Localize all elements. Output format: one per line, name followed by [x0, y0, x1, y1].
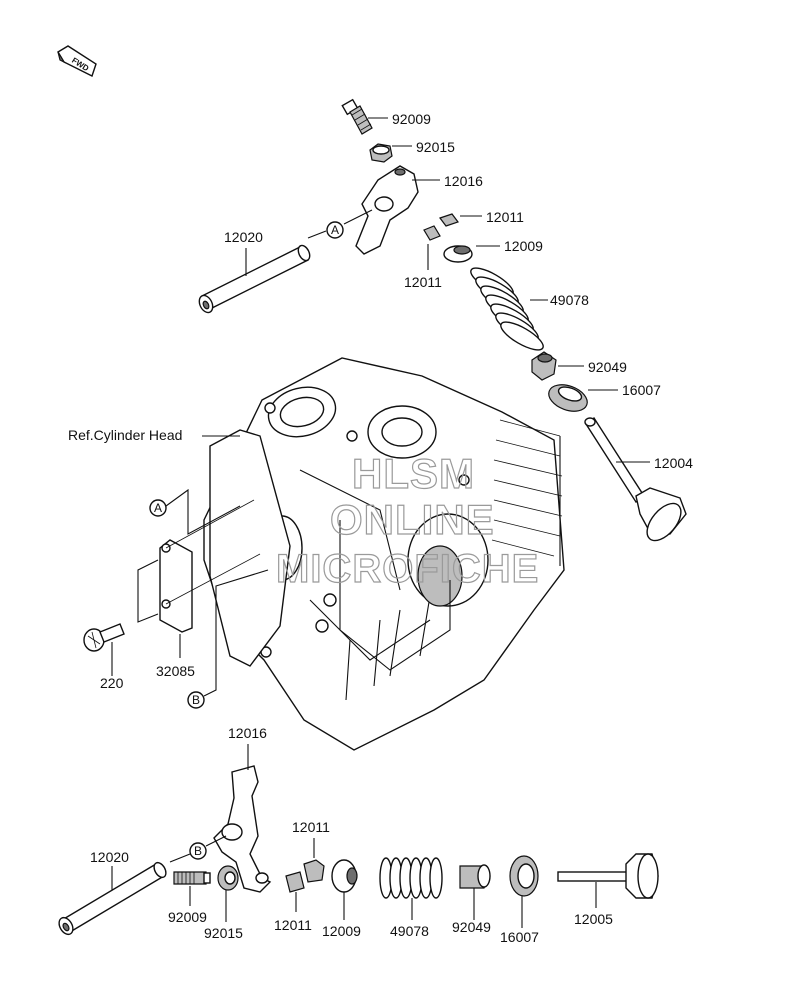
part-number-16007-bottom: 16007	[500, 929, 539, 945]
adjusting-screw-bottom	[173, 871, 211, 885]
part-number-12011-bottom-b: 12011	[274, 917, 312, 933]
part-number-49078-top: 49078	[550, 292, 589, 308]
part-number-12009-top: 12009	[504, 238, 543, 254]
part-number-32085: 32085	[156, 663, 195, 679]
valve-stem-seal-top	[531, 351, 557, 381]
part-number-12016-top: 12016	[444, 173, 483, 189]
fwd-arrow-icon: FWD	[57, 45, 97, 77]
part-number-12020-top: 12020	[224, 229, 263, 245]
spring-retainer-top	[443, 245, 473, 263]
valve-spring-bottom	[379, 857, 443, 899]
part-number-16007-top: 16007	[622, 382, 661, 398]
part-number-12020-bottom: 12020	[90, 849, 129, 865]
part-number-92049-top: 92049	[588, 359, 627, 375]
rocker-arm-bottom	[213, 765, 272, 893]
part-number-92009-bottom: 92009	[168, 909, 207, 925]
watermark-line-1: HLSM	[352, 450, 475, 497]
leader-shaft-to-A	[307, 230, 327, 239]
part-number-12009-bottom: 12009	[322, 923, 361, 939]
callout-b-bottom: B	[189, 842, 207, 860]
locknut-top	[369, 143, 393, 163]
callout-b-bottom-text: B	[194, 844, 202, 858]
callout-a-top: A	[326, 221, 344, 239]
leader-shaft-to-B	[169, 853, 191, 863]
part-number-12011-top-b: 12011	[404, 274, 442, 290]
part-number-12005-bottom: 12005	[574, 911, 613, 927]
intake-valve-bottom	[557, 853, 659, 899]
screw-220	[83, 623, 125, 652]
part-number-92009-top: 92009	[392, 111, 431, 127]
breather-plate	[159, 539, 193, 633]
part-number-220: 220	[100, 675, 124, 691]
rocker-shaft-top	[198, 244, 311, 314]
part-number-12011-top-a: 12011	[486, 209, 524, 225]
callout-b-mid: B	[187, 691, 205, 709]
valve-cotter-top	[423, 213, 459, 241]
leader-b-mid	[203, 569, 269, 697]
valve-cotter-bottom-a	[303, 859, 325, 883]
leader-A-to-rocker	[343, 209, 373, 225]
valve-spring-top	[470, 267, 544, 351]
leader-32085-bracket	[137, 559, 159, 623]
ref-cylinder-head-label: Ref.Cylinder Head	[68, 427, 182, 443]
locknut-bottom	[217, 865, 239, 891]
callout-a-mid-text: A	[154, 501, 162, 515]
cylinder-head	[203, 357, 565, 751]
leader-B-to-rocker	[205, 835, 227, 847]
callout-a-top-text: A	[331, 223, 339, 237]
part-number-92049-bottom: 92049	[452, 919, 491, 935]
part-number-49078-bottom: 49078	[390, 923, 429, 939]
part-number-12011-bottom-a: 12011	[292, 819, 330, 835]
watermark-line-2: ONLINE	[330, 496, 495, 543]
adjusting-screw-top	[341, 98, 373, 135]
part-number-12016-bottom: 12016	[228, 725, 267, 741]
watermark-line-3: MICROFICHE	[276, 547, 539, 591]
callout-a-mid: A	[149, 499, 167, 517]
rocker-arm-top	[355, 165, 419, 255]
exhaust-valve-top	[584, 416, 687, 542]
part-number-92015-bottom: 92015	[204, 925, 243, 941]
valve-cotter-bottom-b	[285, 871, 305, 893]
spring-seat-bottom	[509, 855, 539, 897]
callout-b-mid-text: B	[192, 693, 200, 707]
watermark: HLSM ONLINE MICROFICHE	[275, 449, 539, 591]
part-number-92015-top: 92015	[416, 139, 455, 155]
leader-plate-hole-1	[165, 499, 255, 549]
rocker-shaft-bottom	[58, 861, 167, 936]
spring-seat-top	[548, 384, 588, 412]
valve-stem-seal-bottom	[459, 864, 491, 889]
part-number-12004-top: 12004	[654, 455, 693, 471]
spring-retainer-bottom	[331, 859, 358, 893]
leader-plate-hole-2	[165, 553, 261, 605]
leader-a-mid	[165, 488, 241, 535]
